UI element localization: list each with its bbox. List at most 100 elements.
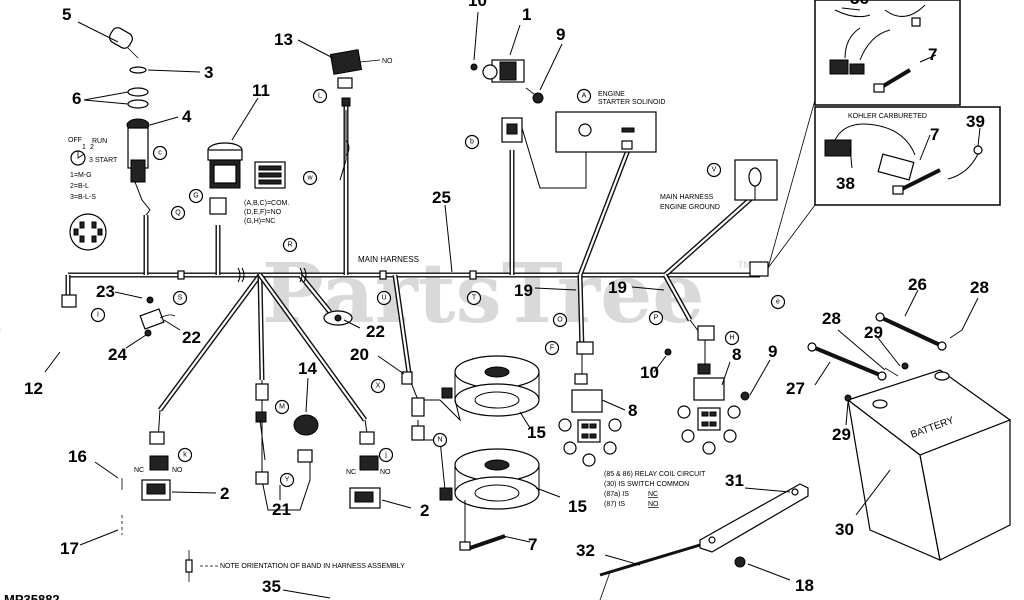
battery-part: BATTERY — [846, 369, 1012, 561]
svg-text:ENGINE: ENGINE — [598, 91, 625, 98]
svg-text:c: c — [158, 150, 162, 157]
callout-18: 18 — [795, 576, 814, 595]
svg-text:NC: NC — [346, 469, 356, 476]
svg-text:2: 2 — [90, 144, 94, 151]
svg-text:(85 & 86) RELAY COIL CIRCUIT: (85 & 86) RELAY COIL CIRCUIT — [604, 471, 706, 478]
callout-6: 6 — [72, 89, 81, 108]
relay-right — [664, 319, 750, 455]
svg-text:(87a) IS: (87a) IS — [604, 491, 629, 498]
harness-36-box — [814, 0, 961, 106]
callout-28-left: 28 — [822, 309, 841, 328]
callout-4: 4 — [182, 107, 192, 126]
callout-28-right: 28 — [970, 278, 989, 297]
engine-ground-part — [734, 159, 778, 201]
svg-text:(D,E,F)=NO: (D,E,F)=NO — [244, 209, 282, 216]
svg-text:T: T — [472, 295, 477, 302]
svg-text:(87) IS: (87) IS — [604, 501, 625, 508]
svg-text:(A,B,C)=COM.: (A,B,C)=COM. — [244, 200, 289, 207]
callout-25: 25 — [432, 188, 451, 207]
callout-38: 38 — [836, 174, 855, 193]
callout-11: 11 — [252, 81, 270, 100]
svg-text:ENGINE GROUND: ENGINE GROUND — [660, 204, 720, 211]
svg-text:MAIN HARNESS: MAIN HARNESS — [660, 194, 714, 201]
band-note: NOTE ORIENTATION OF BAND IN HARNESS ASSE… — [185, 550, 405, 582]
callout-29-top: 29 — [864, 323, 883, 342]
callout-9-top: 9 — [556, 25, 565, 44]
callout-30: 30 — [835, 520, 854, 539]
relay-legend: (85 & 86) RELAY COIL CIRCUIT (30) IS SWI… — [604, 471, 706, 508]
svg-text:j: j — [384, 452, 387, 459]
callout-21: 21 — [272, 500, 291, 519]
svg-text:L: L — [318, 93, 322, 100]
svg-text:P: P — [654, 315, 659, 322]
seat-switch-part: (A,B,C)=COM. (D,E,F)=NO (G,H)=NC — [207, 142, 289, 225]
callout-22-center: 22 — [366, 322, 385, 341]
callout-15-lower: 15 — [568, 497, 587, 516]
svg-text:e: e — [776, 299, 780, 306]
svg-text:3: 3 — [89, 157, 93, 164]
callout-19-right: 19 — [608, 278, 627, 297]
callout-20: 20 — [350, 345, 369, 364]
svg-text:b: b — [470, 139, 474, 146]
svg-text:R: R — [287, 242, 292, 249]
svg-text:V: V — [712, 167, 717, 174]
key-part — [109, 27, 151, 216]
watermark-tm: TM — [738, 260, 751, 270]
svg-text:(30) IS SWITCH COMMON: (30) IS SWITCH COMMON — [604, 481, 689, 488]
callout-14: 14 — [298, 359, 317, 378]
pto-clutch-upper — [454, 355, 540, 417]
svg-text:U: U — [381, 295, 386, 302]
callout-24: 24 — [108, 345, 127, 364]
callout-12: 12 — [24, 379, 43, 398]
callout-8-left: 8 — [628, 401, 637, 420]
kohler-carbureted-box — [814, 106, 1001, 206]
svg-text:1=M-G: 1=M-G — [70, 172, 92, 179]
svg-text:RUN: RUN — [92, 138, 107, 145]
callout-7-kohler: 7 — [930, 125, 939, 144]
svg-text:F: F — [550, 345, 554, 352]
callout-22-left: 22 — [182, 328, 201, 347]
pto-clutch-lower — [454, 448, 540, 510]
callout-32: 32 — [576, 541, 595, 560]
callout-31: 31 — [725, 471, 744, 490]
svg-text:NO: NO — [382, 58, 393, 65]
callout-7-top: 7 — [928, 45, 937, 64]
svg-text:NC: NC — [648, 491, 658, 498]
callout-2-left: 2 — [220, 484, 229, 503]
callout-9-right: 9 — [768, 342, 777, 361]
svg-text:H: H — [729, 335, 734, 342]
svg-text:k: k — [183, 452, 187, 459]
callout-16: 16 — [68, 447, 87, 466]
clutch-wiring — [401, 371, 506, 551]
callout-2-right: 2 — [420, 501, 429, 520]
callout-numbers: 5 3 6 4 11 13 10 1 9 25 23 24 22 22 12 2… — [24, 0, 989, 596]
main-harness — [65, 105, 760, 422]
callout-36: 36 — [850, 0, 869, 8]
svg-text:NC: NC — [134, 467, 144, 474]
svg-text:Q: Q — [175, 210, 181, 217]
svg-text:NO: NO — [380, 469, 391, 476]
svg-text:O: O — [557, 317, 563, 324]
interlock-switch-left: NC NO — [121, 409, 183, 535]
callout-13: 13 — [274, 30, 293, 49]
svg-text:M: M — [279, 404, 285, 411]
key-position-chart: OFF 1 2 RUN 3 START 1=M-G 2=B-L 3=B-L-S — [68, 137, 118, 251]
callout-10-right: 10 — [640, 363, 659, 382]
svg-text:I: I — [97, 312, 99, 319]
relay-left — [558, 341, 622, 467]
svg-text:NO: NO — [648, 501, 659, 508]
callout-26: 26 — [908, 275, 927, 294]
callout-29-bottom: 29 — [832, 425, 851, 444]
callout-5: 5 — [62, 5, 71, 24]
connector-bubbles: c Q G L w R b A V e I S U T O P H F X N … — [90, 88, 786, 488]
svg-text:2=B-L: 2=B-L — [70, 183, 89, 190]
callout-17: 17 — [60, 539, 79, 558]
svg-text:START: START — [95, 157, 118, 164]
svg-text:w: w — [306, 175, 313, 182]
harness-to-box-lines — [749, 99, 816, 277]
callout-27: 27 — [786, 379, 805, 398]
switch-13-part: NO — [329, 49, 393, 181]
svg-text:Y: Y — [285, 477, 290, 484]
callout-39: 39 — [966, 112, 985, 131]
